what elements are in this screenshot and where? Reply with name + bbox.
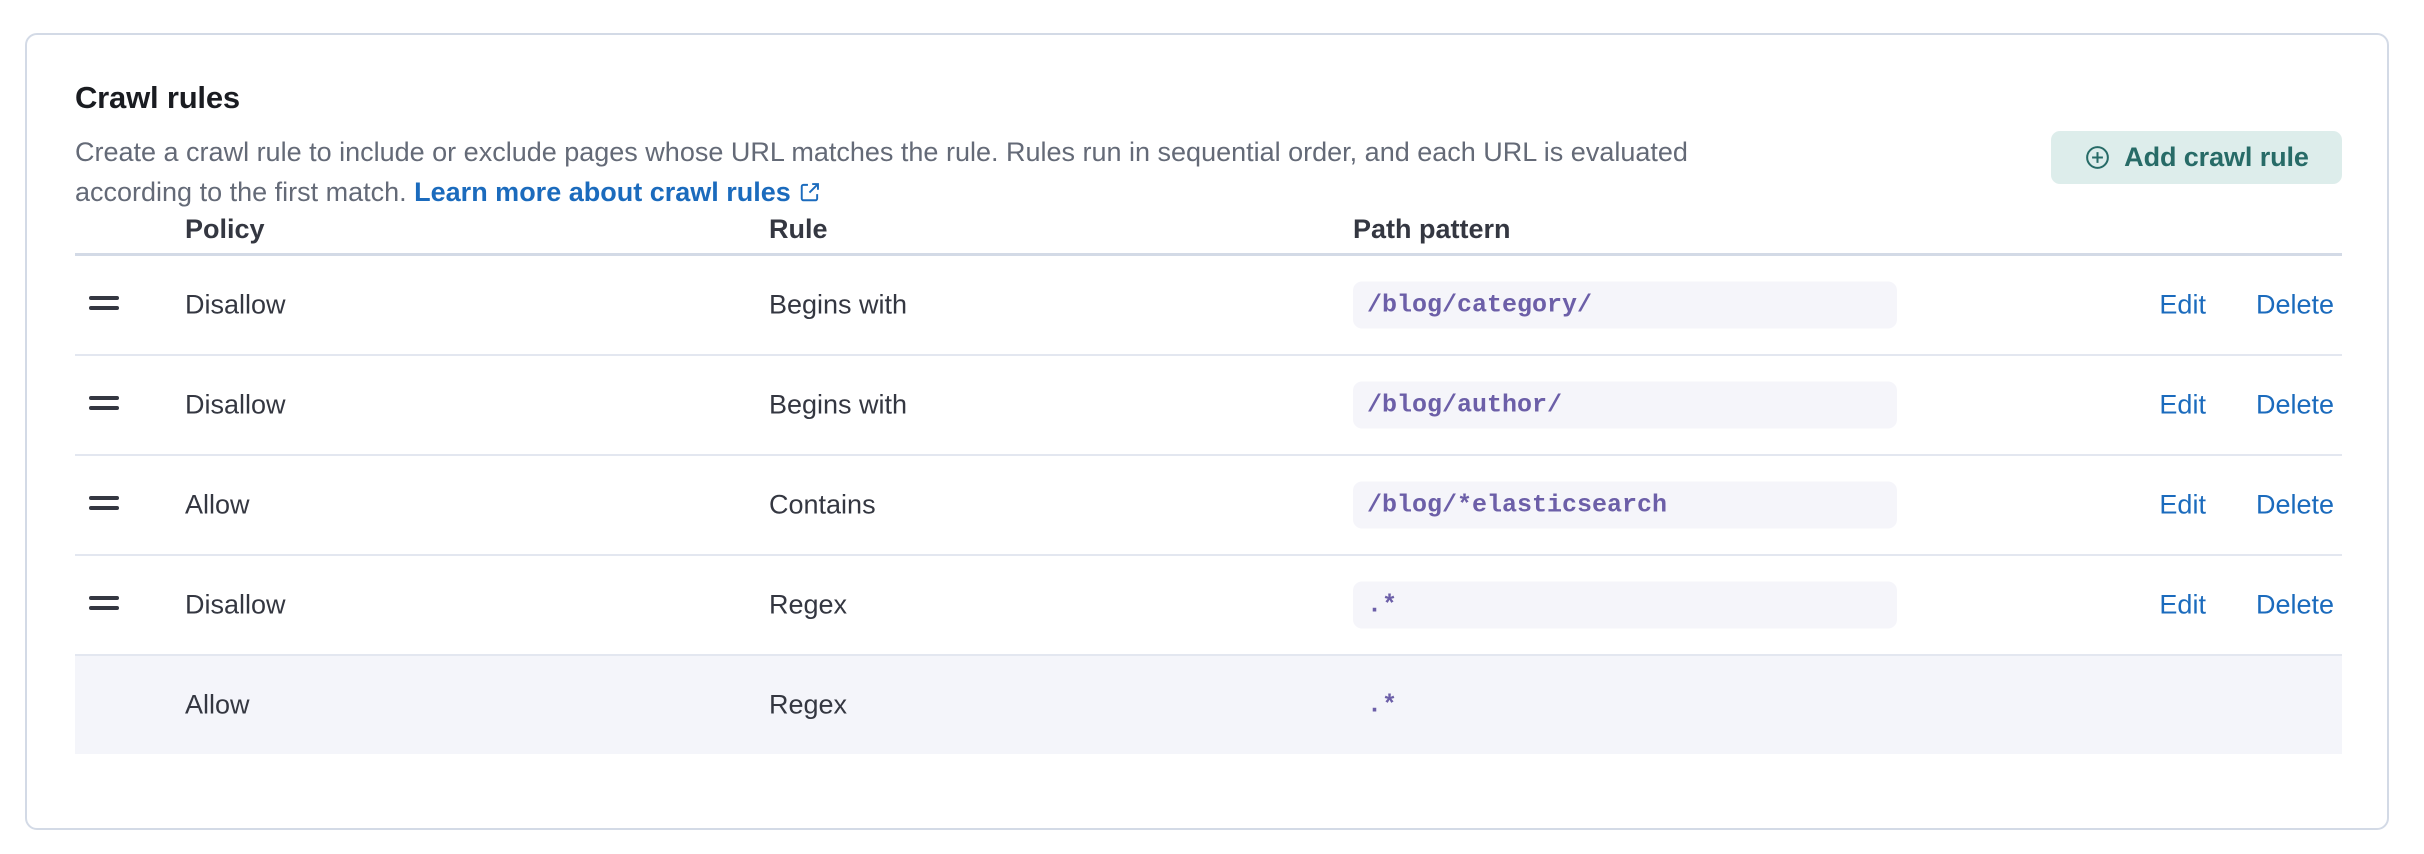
panel-description: Create a crawl rule to include or exclud… [75,132,1765,212]
cell-path-pattern: .* [1353,682,1897,729]
drag-handle-icon[interactable] [89,496,119,514]
cell-path-pattern: /blog/*elasticsearch [1353,481,1897,529]
path-pattern-code: /blog/author/ [1353,381,1897,429]
cell-policy: Allow [185,689,250,720]
add-crawl-rule-label: Add crawl rule [2124,142,2309,172]
cell-path-pattern: /blog/author/ [1353,381,1897,429]
table-row: Allow Contains/blog/*elasticsearch Edit Del… [75,456,2342,556]
column-header-policy: Policy [185,214,265,244]
edit-link[interactable]: Edit [2159,289,2206,320]
cell-policy: Allow [185,489,250,520]
drag-handle-icon[interactable] [89,396,119,414]
cell-rule: Begins with [769,289,908,320]
delete-link[interactable]: Delete [2255,489,2334,520]
drag-handle-icon[interactable] [89,596,119,614]
edit-link[interactable]: Edit [2159,489,2206,520]
row-actions: Edit Delete [2159,490,2334,521]
crawl-rules-panel: Crawl rules Create a crawl rule to inclu… [25,33,2389,830]
table-header-row: Policy Rule Path pattern [75,197,2342,256]
cell-policy: Disallow [185,389,286,420]
drag-handle-icon[interactable] [89,296,119,314]
cell-rule: Contains [769,489,876,520]
row-actions: Edit Delete [2159,290,2334,321]
add-crawl-rule-button[interactable]: Add crawl rule [2051,131,2342,184]
delete-link[interactable]: Delete [2255,589,2334,620]
path-pattern-code: .* [1353,581,1897,629]
path-pattern-code: /blog/category/ [1353,281,1897,329]
table-row: Disallow Begins with/blog/category/Edit De… [75,256,2342,356]
cell-path-pattern: /blog/category/ [1353,281,1897,329]
column-header-path-pattern: Path pattern [1353,214,1511,244]
edit-link[interactable]: Edit [2159,589,2206,620]
delete-link[interactable]: Delete [2255,389,2334,420]
row-actions: Edit Delete [2159,390,2334,421]
description-text: Create a crawl rule to include or exclud… [75,137,1688,207]
cell-policy: Disallow [185,289,286,320]
path-pattern-code: /blog/*elasticsearch [1353,481,1897,529]
table-row: Disallow Begins with/blog/author/Edit Dele… [75,356,2342,456]
cell-path-pattern: .* [1353,581,1897,629]
cell-policy: Disallow [185,589,286,620]
column-header-rule: Rule [769,214,828,244]
cell-rule: Begins with [769,389,908,420]
plus-circle-icon [2084,144,2111,171]
path-pattern-code: .* [1367,690,1398,720]
external-link-icon [799,181,821,203]
table-row: Allow Regex .* [75,656,2342,754]
row-actions: Edit Delete [2159,590,2334,621]
page-title: Crawl rules [75,80,240,115]
delete-link[interactable]: Delete [2255,289,2334,320]
table-row: Disallow Regex .* Edit Delete [75,556,2342,656]
learn-more-link[interactable]: Learn more about crawl rules [414,177,791,207]
cell-rule: Regex [769,589,848,620]
edit-link[interactable]: Edit [2159,389,2206,420]
cell-rule: Regex [769,689,848,720]
